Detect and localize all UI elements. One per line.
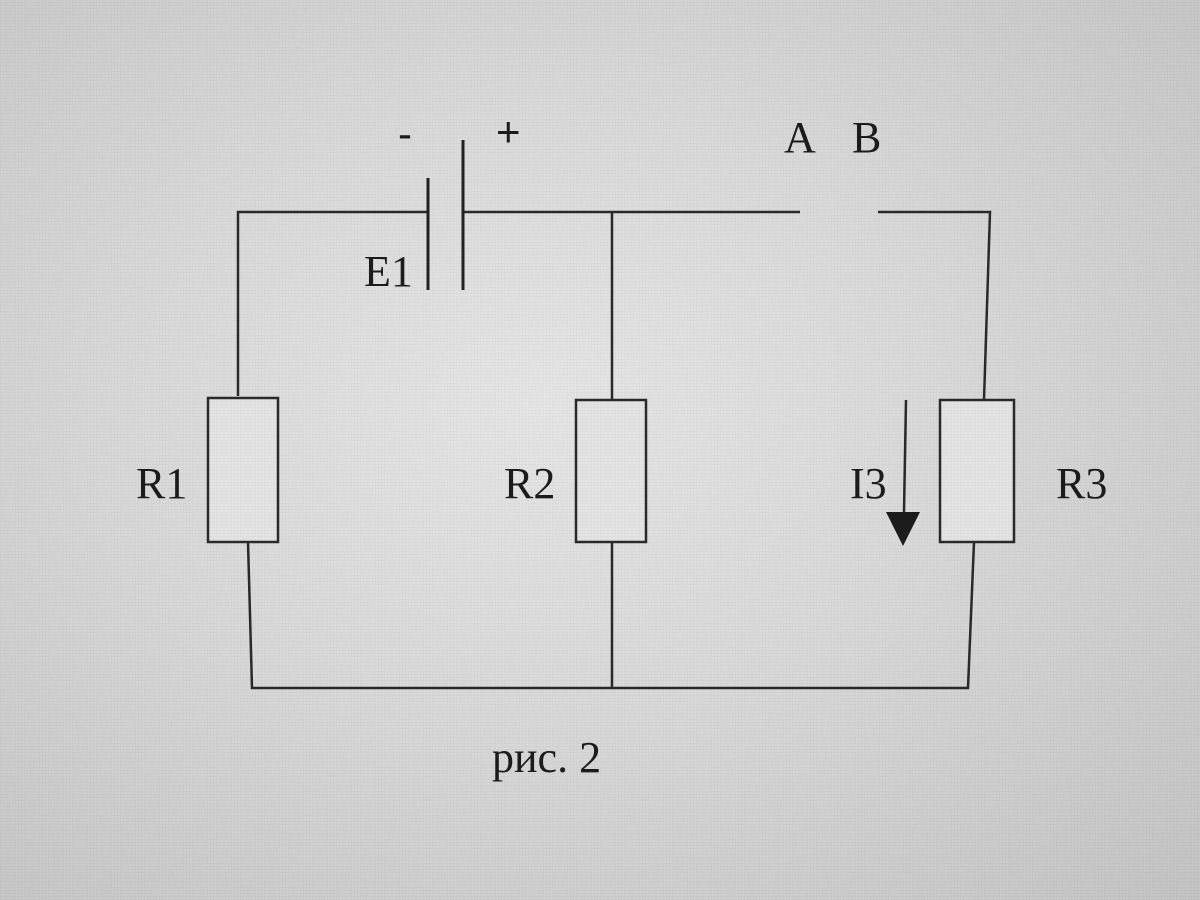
node-b-label: B (852, 113, 881, 162)
wire-top-left (236, 210, 428, 396)
wire-r1-bottom (246, 541, 612, 690)
resistor-r1 (206, 396, 280, 544)
resistor-r1-label: R1 (136, 459, 187, 508)
battery-plus-label: + (496, 108, 521, 155)
current-arrow-shaft (902, 399, 908, 513)
battery-minus-label: - (398, 110, 412, 157)
wire-r3-bottom (612, 541, 976, 690)
source-e1-label: E1 (364, 247, 413, 296)
node-a-label: A (784, 113, 816, 162)
figure-caption: рис. 2 (492, 733, 601, 782)
resistor-r2 (574, 398, 648, 544)
resistor-r2-label: R2 (504, 459, 555, 508)
current-arrow-head (886, 512, 920, 546)
resistor-r3 (938, 398, 1016, 544)
resistor-r3-label: R3 (1056, 459, 1107, 508)
current-i3-label: I3 (850, 459, 887, 508)
wire-top-right (878, 210, 992, 401)
